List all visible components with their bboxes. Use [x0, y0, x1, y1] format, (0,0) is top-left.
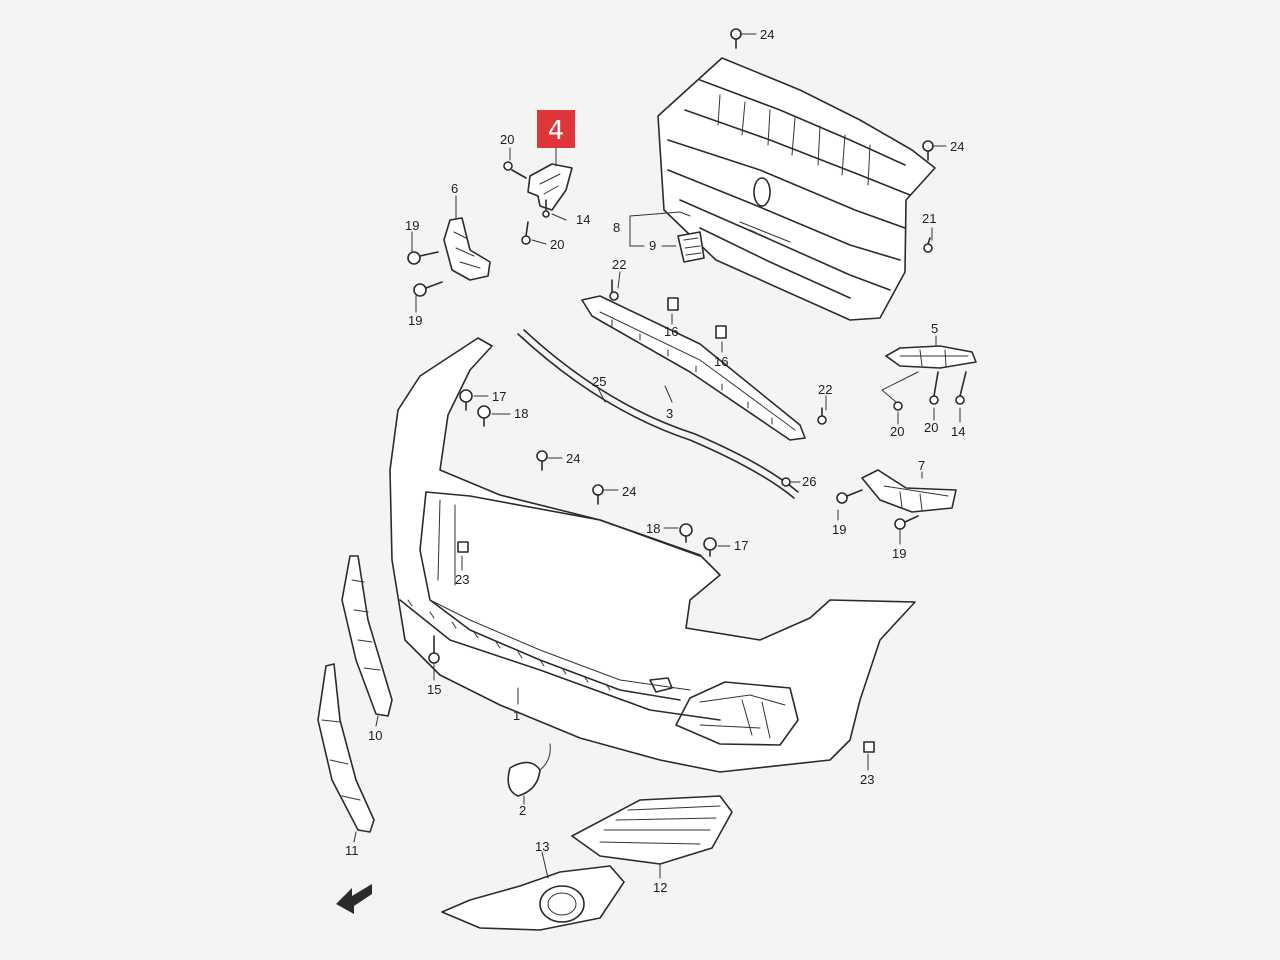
callout-label: 19 — [405, 218, 419, 233]
callout-label: 10 — [368, 728, 382, 743]
callout-label: 22 — [818, 382, 832, 397]
highlight-part-badge: 4 — [537, 110, 575, 167]
highlight-box — [537, 110, 575, 148]
front-direction-arrow — [336, 884, 372, 914]
callout-label: 20 — [890, 424, 904, 439]
callout-label: 23 — [455, 572, 469, 587]
callout-label: 7 — [918, 458, 925, 473]
callout-label: 16 — [664, 324, 678, 339]
callout-label: 20 — [550, 237, 564, 252]
callout-label: 19 — [832, 522, 846, 537]
callout-label: 8 — [613, 220, 620, 235]
callout-label: 24 — [622, 484, 636, 499]
callout-labels: 24 24 20 14 20 6 19 19 8 9 21 22 16 16 5… — [345, 27, 965, 895]
callout-label: 25 — [592, 374, 606, 389]
callout-label: 19 — [408, 313, 422, 328]
callout-label: 20 — [500, 132, 514, 147]
fasteners — [407, 28, 967, 753]
lower-grille-12 — [571, 795, 733, 865]
upper-grille — [657, 57, 936, 321]
callout-label: 21 — [922, 211, 936, 226]
bracket-right-5 — [885, 345, 977, 369]
callout-label: 19 — [892, 546, 906, 561]
trim-strip — [517, 329, 799, 499]
callout-label: 23 — [860, 772, 874, 787]
tow-hook-cap — [507, 761, 541, 797]
bracket-right-7 — [861, 469, 957, 513]
callout-label: 20 — [924, 420, 938, 435]
callout-label: 14 — [951, 424, 965, 439]
callout-label: 18 — [646, 521, 660, 536]
emblem-clip — [677, 231, 705, 263]
bumper-cover — [389, 337, 916, 773]
callout-label: 16 — [714, 354, 728, 369]
callout-label: 5 — [931, 321, 938, 336]
callout-label: 6 — [451, 181, 458, 196]
callout-label: 17 — [734, 538, 748, 553]
callout-label: 18 — [514, 406, 528, 421]
callout-label: 9 — [649, 238, 656, 253]
direction-arrow-icon — [336, 884, 372, 914]
callout-label: 22 — [612, 257, 626, 272]
callout-label: 2 — [519, 803, 526, 818]
leader-lines — [353, 33, 961, 879]
callout-label: 24 — [760, 27, 774, 42]
callout-label: 1 — [513, 708, 520, 723]
callout-label: 13 — [535, 839, 549, 854]
side-trim-11 — [317, 663, 375, 833]
callout-label: 14 — [576, 212, 590, 227]
fog-bezel-13 — [441, 865, 625, 931]
side-reinforcement-10 — [341, 555, 393, 717]
callout-label: 26 — [802, 474, 816, 489]
callout-label: 3 — [666, 406, 673, 421]
callout-label: 17 — [492, 389, 506, 404]
callout-label: 24 — [566, 451, 580, 466]
upper-member — [581, 295, 806, 441]
bracket-4 — [527, 163, 573, 211]
bracket-left-side — [443, 217, 491, 281]
callout-label: 24 — [950, 139, 964, 154]
highlight-part-number: 4 — [548, 116, 565, 146]
callout-label: 15 — [427, 682, 441, 697]
tow-cap-strap — [539, 743, 551, 771]
callout-label: 11 — [345, 843, 359, 858]
callout-label: 12 — [653, 880, 667, 895]
